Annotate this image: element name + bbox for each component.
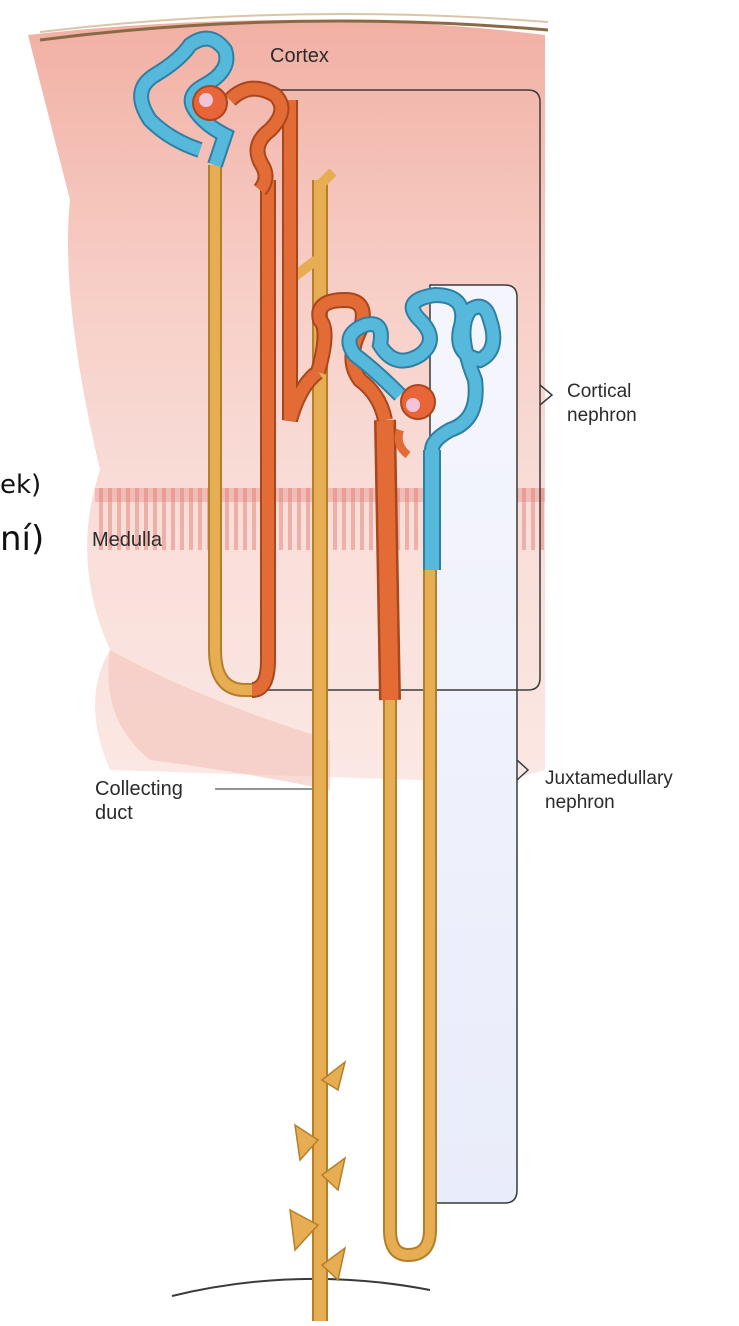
juxtamedullary-nephron-label-line1: Juxtamedullary: [545, 767, 673, 790]
collecting-duct-label-line1: Collecting: [95, 777, 183, 801]
cortex-label: Cortex: [270, 44, 329, 68]
cortical-nephron-label-line1: Cortical: [567, 380, 631, 403]
medulla-label: Medulla: [92, 528, 162, 552]
cropped-text-line1: ek): [0, 470, 41, 500]
juxtamedullary-nephron-label-line2: nephron: [545, 791, 615, 814]
collecting-duct-label-line2: duct: [95, 801, 133, 825]
capsule-bottom: [172, 1279, 430, 1296]
cortical-nephron-label-line2: nephron: [567, 404, 637, 427]
cropped-text-line2: ní): [0, 520, 44, 558]
